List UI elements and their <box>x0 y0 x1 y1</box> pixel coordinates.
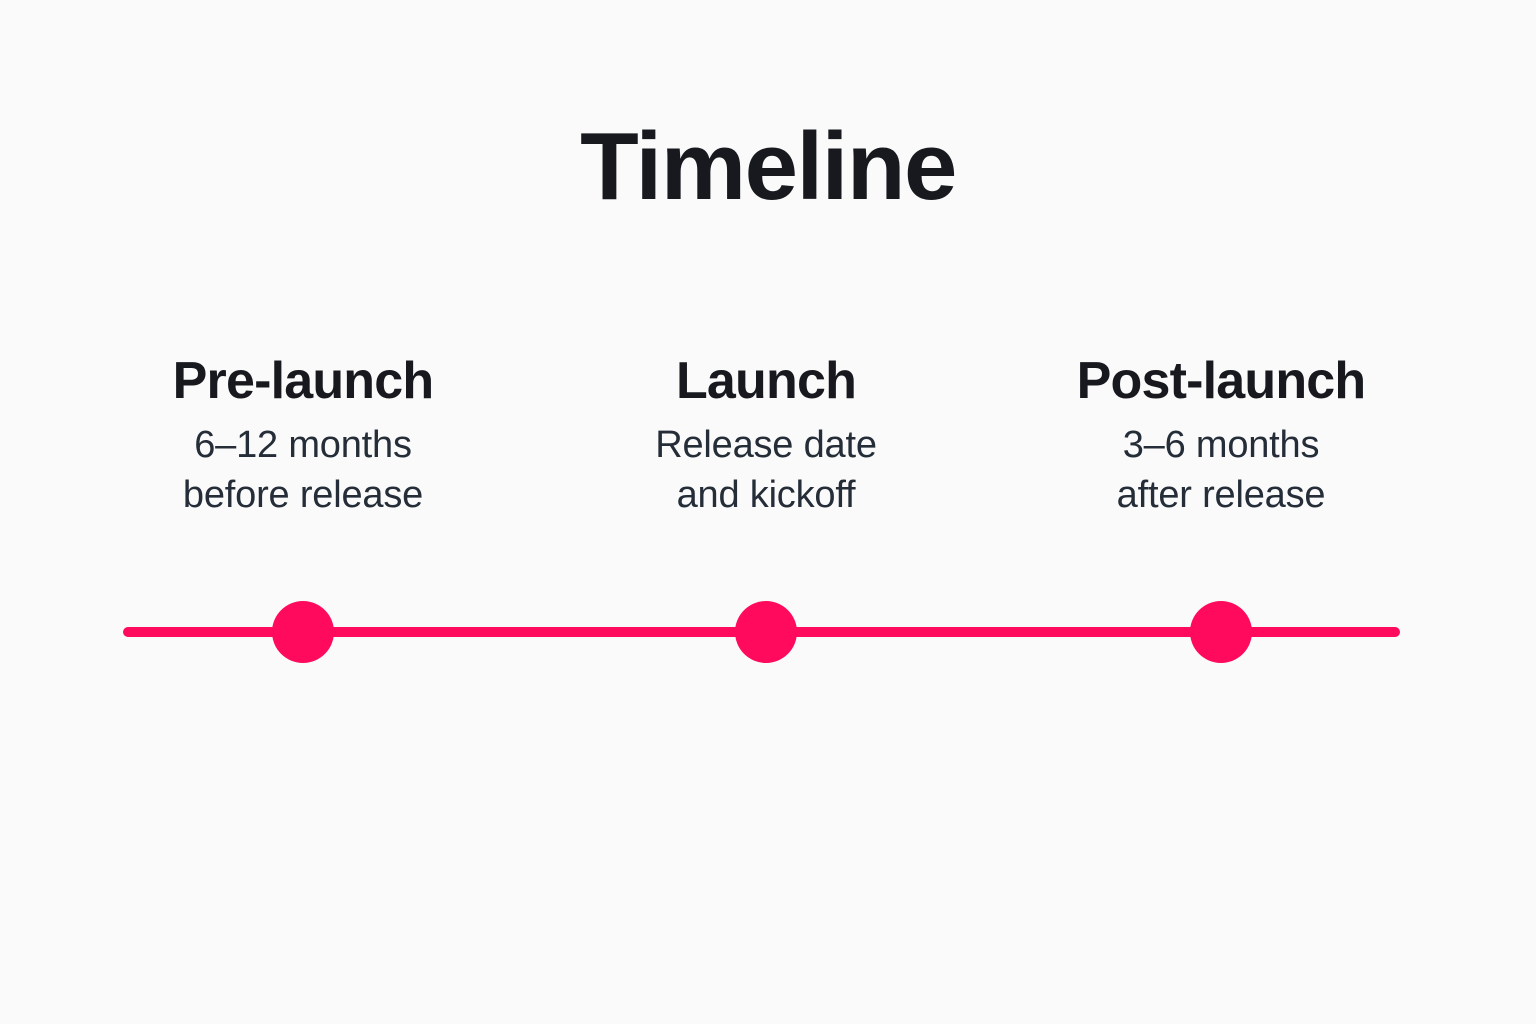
milestone-description: Release date and kickoff <box>556 420 976 520</box>
milestone-heading: Launch <box>675 352 857 410</box>
page-title: Timeline <box>580 113 957 220</box>
milestone-description-line-2: before release <box>182 474 424 516</box>
milestone-label-launch: Launch Release date and kickoff <box>556 352 976 520</box>
milestone-description: 6–12 months before release <box>93 420 513 520</box>
milestone-description-line-2: and kickoff <box>676 474 856 516</box>
milestone-description-line-1: 6–12 months <box>194 424 412 466</box>
timeline-milestone-dot-post-launch <box>1190 601 1252 663</box>
milestone-description-line-2: after release <box>1116 474 1326 516</box>
milestone-description: 3–6 months after release <box>1011 420 1431 520</box>
milestone-description-line-1: Release date <box>655 424 877 466</box>
milestone-heading: Pre-launch <box>172 352 435 410</box>
milestone-label-pre-launch: Pre-launch 6–12 months before release <box>93 352 513 520</box>
timeline-axis <box>0 560 1536 710</box>
milestone-labels-row: Pre-launch 6–12 months before release La… <box>0 352 1536 542</box>
milestone-label-post-launch: Post-launch 3–6 months after release <box>1011 352 1431 520</box>
milestone-heading: Post-launch <box>1076 352 1367 410</box>
timeline-milestone-dot-pre-launch <box>272 601 334 663</box>
milestone-description-line-1: 3–6 months <box>1122 424 1320 466</box>
timeline-milestone-dot-launch <box>735 601 797 663</box>
